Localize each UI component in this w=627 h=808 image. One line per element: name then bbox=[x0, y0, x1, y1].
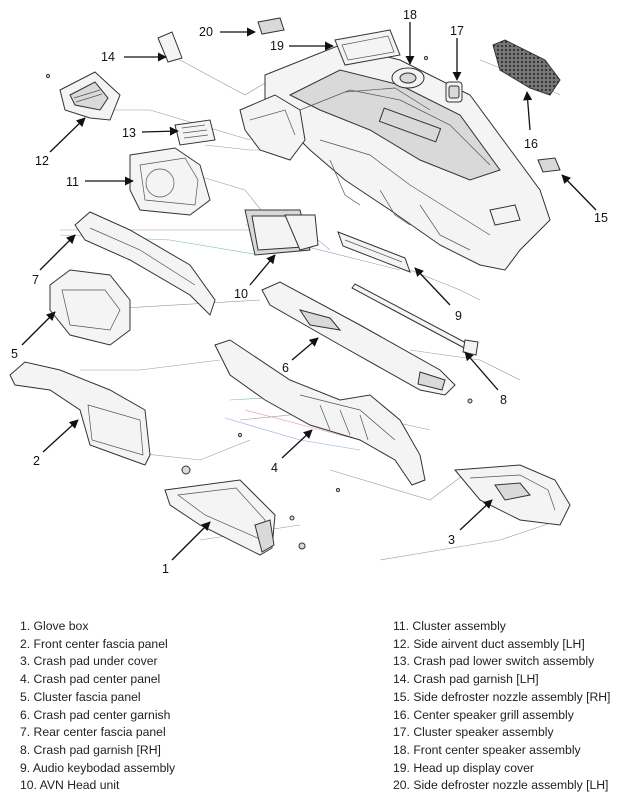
crash-pad-main-body bbox=[264, 44, 551, 271]
part-13-crash-pad-lower-switch bbox=[174, 119, 216, 146]
legend-item: 1. Glove box bbox=[20, 619, 89, 633]
part-7-rear-center-fascia-panel bbox=[74, 211, 216, 316]
callout-10: 10 bbox=[234, 287, 248, 301]
callout-18: 18 bbox=[403, 8, 417, 22]
legend-item: 19. Head up display cover bbox=[393, 760, 534, 775]
legend-item: 12. Side airvent duct assembly [LH] bbox=[393, 636, 585, 651]
callout-6: 6 bbox=[282, 361, 289, 375]
callout-9: 9 bbox=[455, 309, 462, 323]
callout-8: 8 bbox=[500, 393, 507, 407]
callout-11: 11 bbox=[66, 175, 79, 189]
part-9-audio-keyboard-assembly bbox=[337, 231, 411, 273]
legend-item: 4. Crash pad center panel bbox=[20, 672, 161, 687]
legend-item: 18. Front center speaker assembly bbox=[393, 742, 581, 757]
callout-1: 1 bbox=[162, 562, 169, 576]
part-6-crash-pad-center-garnish bbox=[261, 281, 456, 396]
fasteners bbox=[45, 55, 473, 550]
legend-column-right: 11. Cluster assembly 12. Side airvent du… bbox=[393, 618, 610, 795]
part-11-cluster-assembly bbox=[129, 147, 211, 216]
part-8-crash-pad-garnish-rh bbox=[351, 283, 479, 356]
legend-item: 11. Cluster assembly bbox=[393, 619, 506, 633]
callout-15: 15 bbox=[594, 211, 608, 225]
part-16-center-speaker-grill bbox=[492, 39, 561, 96]
callout-arrows bbox=[21, 22, 597, 561]
part-1-glove-box bbox=[164, 479, 276, 556]
callout-14: 14 bbox=[101, 50, 115, 64]
legend-item: 14. Crash pad garnish [LH] bbox=[393, 672, 539, 687]
part-12-side-airvent-duct-lh bbox=[59, 71, 121, 121]
legend-item: 10. AVN Head unit bbox=[20, 778, 120, 793]
legend-item: 13. Crash pad lower switch assembly bbox=[393, 654, 595, 669]
callout-2: 2 bbox=[33, 454, 40, 468]
legend-item: 5. Cluster fascia panel bbox=[20, 689, 141, 704]
callout-3: 3 bbox=[448, 533, 455, 547]
callout-4: 4 bbox=[271, 461, 278, 475]
legend-item: 7. Rear center fascia panel bbox=[20, 725, 166, 740]
part-4-crash-pad-center-panel bbox=[214, 339, 426, 486]
callout-5: 5 bbox=[11, 347, 18, 361]
legend-item: 20. Side defroster nozzle assembly [LH] bbox=[393, 778, 609, 793]
callout-labels: 20 19 18 17 16 15 14 13 12 11 10 9 8 7 6… bbox=[11, 8, 608, 576]
part-15-side-defroster-nozzle-rh bbox=[537, 157, 561, 173]
callout-20: 20 bbox=[199, 25, 213, 39]
callout-17: 17 bbox=[450, 24, 464, 38]
part-3-crash-pad-under-cover bbox=[453, 464, 571, 526]
legend-item: 9. Audio keybodad assembly bbox=[20, 760, 176, 775]
callout-19: 19 bbox=[270, 39, 284, 53]
callout-7: 7 bbox=[32, 273, 39, 287]
callout-16: 16 bbox=[524, 137, 538, 151]
part-20-side-defroster-nozzle-lh bbox=[257, 17, 285, 35]
legend-item: 8. Crash pad garnish [RH] bbox=[20, 742, 161, 757]
callout-13: 13 bbox=[122, 126, 136, 140]
legend-item: 3. Crash pad under cover bbox=[20, 654, 158, 669]
legend-item: 16. Center speaker grill assembly bbox=[393, 707, 574, 722]
parts-legend: 1. Glove box 2. Front center fascia pane… bbox=[0, 618, 627, 803]
part-19-head-up-display-cover bbox=[334, 29, 401, 66]
exploded-parts-diagram: 20 19 18 17 16 15 14 13 12 11 10 9 8 7 6… bbox=[9, 8, 608, 576]
callout-12: 12 bbox=[35, 154, 49, 168]
part-10-avn-head-unit bbox=[244, 209, 319, 256]
legend-item: 15. Side defroster nozzle assembly [RH] bbox=[393, 689, 611, 704]
legend-item: 2. Front center fascia panel bbox=[20, 636, 168, 651]
part-2-front-center-fascia-panel bbox=[9, 361, 151, 466]
legend-column-left: 1. Glove box 2. Front center fascia pane… bbox=[20, 618, 175, 795]
part-17-cluster-speaker bbox=[445, 81, 463, 103]
legend-item: 6. Crash pad center garnish bbox=[20, 707, 171, 722]
legend-item: 17. Cluster speaker assembly bbox=[393, 725, 554, 740]
part-18-front-center-speaker bbox=[391, 67, 425, 89]
side-duct-assembly bbox=[239, 94, 306, 161]
part-5-cluster-fascia-panel bbox=[49, 269, 131, 346]
